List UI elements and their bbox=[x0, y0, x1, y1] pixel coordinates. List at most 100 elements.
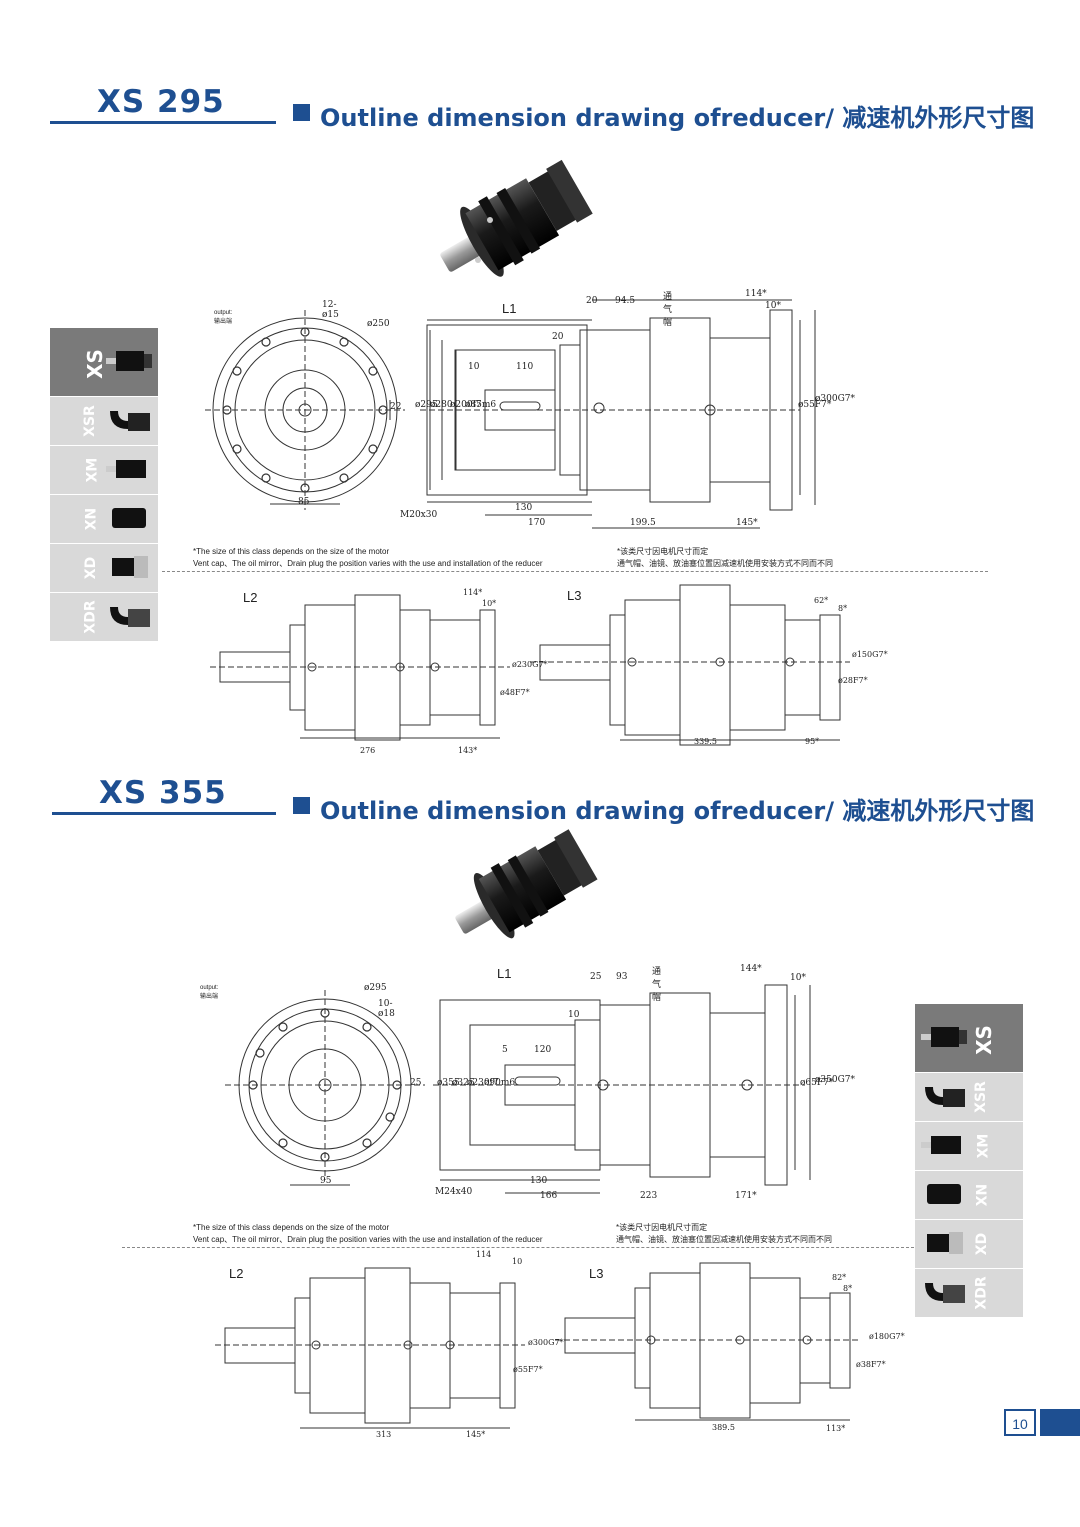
section-title-1: Outline dimension drawing ofreducer/ 减速机… bbox=[320, 104, 1035, 132]
tab-xm-right[interactable]: XM bbox=[915, 1122, 1023, 1171]
dim-b-1: 94.5 bbox=[615, 296, 636, 306]
dim-k-2: 10* bbox=[790, 973, 806, 983]
tab-xm[interactable]: XM bbox=[50, 446, 158, 495]
dim-d-2: 5 bbox=[502, 1045, 508, 1055]
xdr-thumb-icon-right bbox=[925, 1283, 965, 1303]
dim-shaft-2: ø90m6 bbox=[484, 1078, 516, 1088]
dim-l2b-1: 143* bbox=[458, 746, 478, 755]
dim-d3-1: ø200f7 bbox=[450, 400, 482, 410]
dim-l2e-2: ø55F7* bbox=[513, 1365, 543, 1374]
outline-drawing-1 bbox=[205, 299, 816, 529]
reducer-render-1 bbox=[440, 159, 593, 277]
dim-key-2: 25 bbox=[410, 1078, 422, 1088]
xn-thumb-icon bbox=[112, 508, 146, 528]
dim-l3c-2: 82* bbox=[832, 1273, 847, 1282]
reducer-render-2 bbox=[455, 829, 598, 939]
dim-m2-2: ø350G7* bbox=[815, 1075, 856, 1085]
dim-l3f-2: ø180G7* bbox=[869, 1332, 905, 1341]
dim-flange-width-1: 85 bbox=[298, 497, 310, 507]
page-number: 10 bbox=[1004, 1409, 1036, 1436]
tab-xs-right[interactable]: XS bbox=[915, 1004, 1023, 1073]
dim-l2d-2: 10 bbox=[512, 1257, 523, 1266]
view-label-l3-1: L3 bbox=[567, 588, 582, 603]
tab-xsr-right[interactable]: XSR bbox=[915, 1073, 1023, 1122]
dim-d1-1: ø295 bbox=[415, 400, 438, 410]
tab-xdr-right[interactable]: XDR bbox=[915, 1269, 1023, 1318]
dim-i-1: 145* bbox=[736, 518, 758, 528]
dim-m1-2: ø65F7* bbox=[800, 1078, 834, 1088]
dim-l3a-1: 339.5 bbox=[694, 737, 717, 746]
dim-l2c-1: 114* bbox=[463, 588, 483, 597]
dim-l3d-1: 8* bbox=[838, 604, 848, 613]
tab-xn[interactable]: XN bbox=[50, 495, 158, 544]
xs-thumb-icon-right bbox=[921, 1027, 967, 1047]
separator-dash-1 bbox=[162, 571, 988, 572]
dim-f-2: 130 bbox=[530, 1176, 548, 1186]
dim-l3e-2: ø38F7* bbox=[856, 1360, 886, 1369]
dim-pcd-1: ø250 bbox=[367, 319, 390, 329]
dim-l3f-1: ø150G7* bbox=[852, 650, 888, 659]
dim-l2c-2: 114 bbox=[476, 1250, 492, 1259]
note-cn-2b: 通气帽、油镜、放油塞位置因减速机使用安装方式不同而不同 bbox=[616, 1235, 832, 1244]
xs-thumb-icon bbox=[106, 351, 152, 371]
dim-h-2: 223 bbox=[640, 1191, 658, 1201]
dim-pcd-2: ø295 bbox=[364, 983, 387, 993]
tab-xd[interactable]: XD bbox=[50, 544, 158, 593]
dim-key-1: 22 bbox=[390, 402, 402, 412]
xsr-thumb-icon-right bbox=[925, 1087, 965, 1107]
dim-tap-2: M24x40 bbox=[435, 1187, 473, 1197]
dim-l2f-2: ø300G7* bbox=[528, 1338, 564, 1347]
dim-l3b-1: 95* bbox=[805, 737, 820, 746]
dim-l2e-1: ø48F7* bbox=[500, 688, 530, 697]
outline-drawing-l2l3-2 bbox=[215, 1262, 860, 1429]
note-en-1b: Vent cap、The oil mirror、Drain plug the p… bbox=[193, 559, 543, 568]
view-label-l3-2: L3 bbox=[589, 1266, 604, 1281]
dim-e-2: 120 bbox=[534, 1045, 552, 1055]
dim-c-1: 20 bbox=[552, 332, 564, 342]
dim-shaft-1: ø85m6 bbox=[465, 400, 497, 410]
view-label-l2-2: L2 bbox=[229, 1266, 244, 1281]
model-title-2: XS 355 bbox=[99, 775, 227, 811]
dim-d2-1: ø280 bbox=[430, 400, 453, 410]
dim-d3-2: ø230f7 bbox=[467, 1078, 499, 1088]
view-label-l2-1: L2 bbox=[243, 590, 258, 605]
dim-g-1: 170 bbox=[528, 518, 546, 528]
tab-xd-right[interactable]: XD bbox=[915, 1220, 1023, 1269]
dim-l2a-1: 276 bbox=[360, 746, 376, 755]
vent-label-2: 通气帽 bbox=[652, 966, 662, 1002]
xm-thumb-icon-right bbox=[921, 1136, 961, 1154]
series-tabs-left: XS XSR XM XN XD XDR bbox=[50, 328, 158, 642]
dim-d1-2: ø355 bbox=[437, 1078, 460, 1088]
series-tabs-right: XS XSR XM XN XD XDR bbox=[915, 1004, 1023, 1318]
output-label-2: output: 输出端 bbox=[200, 985, 219, 1000]
dim-b-2: 93 bbox=[616, 972, 628, 982]
header-underline-2 bbox=[52, 812, 276, 815]
note-cn-1b: 通气帽、油镜、放油塞位置因减速机使用安装方式不同而不同 bbox=[617, 559, 833, 568]
xm-thumb-icon bbox=[106, 460, 146, 478]
note-cn-1a: *该类尺寸因电机尺寸而定 bbox=[617, 547, 709, 556]
dim-f-1: 130 bbox=[515, 503, 533, 513]
dim-l3d-2: 8* bbox=[843, 1284, 853, 1293]
dim-a-2: 25 bbox=[590, 972, 602, 982]
dim-l3c-1: 62* bbox=[814, 596, 829, 605]
dim-flange-width-2: 95 bbox=[320, 1176, 332, 1186]
dim-l2f-1: ø230G7* bbox=[512, 660, 548, 669]
model-title-1: XS 295 bbox=[97, 84, 225, 120]
xdr-thumb-icon bbox=[110, 607, 150, 627]
tab-xn-right[interactable]: XN bbox=[915, 1171, 1023, 1220]
view-label-l1-1: L1 bbox=[502, 301, 517, 316]
dim-k-1: 10* bbox=[765, 301, 781, 311]
tab-xsr[interactable]: XSR bbox=[50, 397, 158, 446]
xsr-thumb-icon bbox=[110, 411, 150, 431]
tab-xs[interactable]: XS bbox=[50, 328, 158, 397]
header-square-icon-1 bbox=[293, 104, 310, 121]
tab-xdr[interactable]: XDR bbox=[50, 593, 158, 642]
dim-m2-1: ø300G7* bbox=[815, 394, 856, 404]
dim-e-1: 110 bbox=[516, 362, 534, 372]
dim-l3b-2: 113* bbox=[826, 1424, 846, 1433]
xd-thumb-icon bbox=[112, 556, 148, 578]
note-en-1a: *The size of this class depends on the s… bbox=[193, 547, 390, 556]
output-label-1: output: 输出端 bbox=[214, 310, 233, 325]
view-label-l1-2: L1 bbox=[497, 966, 512, 981]
note-en-2a: *The size of this class depends on the s… bbox=[193, 1223, 390, 1232]
